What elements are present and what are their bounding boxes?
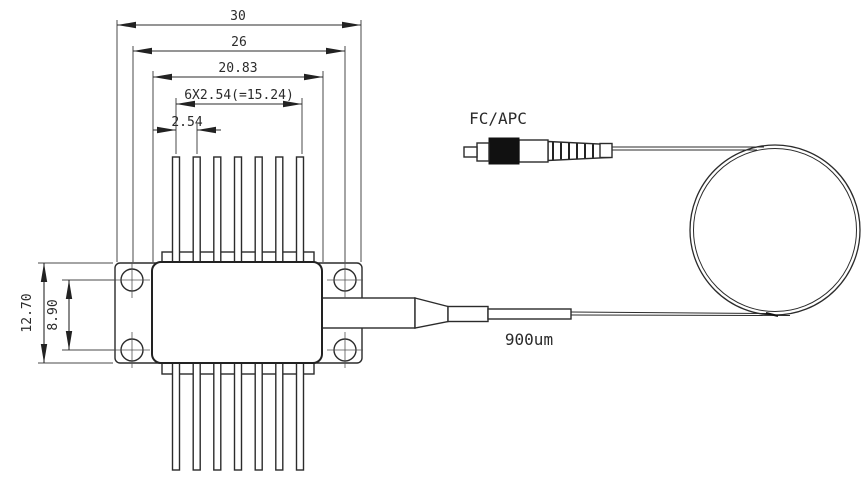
dim-text-mount-hole-spacing: 26 (231, 35, 247, 50)
extension-lines (38, 20, 362, 364)
fiber-coil-outer (689, 144, 861, 316)
boot-ribs (552, 142, 602, 160)
fiber-coil-inner (693, 148, 857, 312)
fiber-sleeve (487, 308, 572, 320)
pin (254, 156, 263, 264)
dim-text-hole-vertical-spacing: 8.90 (46, 299, 61, 330)
pin (233, 156, 243, 264)
dim-text-overall-width: 30 (230, 9, 246, 24)
connector-barrel (518, 139, 549, 163)
connector-coupling-nut (488, 137, 520, 165)
pin (171, 362, 181, 471)
mounting-holes (114, 262, 363, 368)
snout-tube (317, 297, 416, 329)
pins-bottom (171, 362, 305, 471)
butterfly-package (114, 156, 572, 471)
connector-collar (476, 142, 490, 162)
pin (233, 362, 243, 471)
fiber-jacket-label: 900um (505, 330, 553, 349)
pin (213, 362, 222, 471)
pin (192, 156, 201, 264)
pins-top (171, 156, 305, 264)
fiber-snout (317, 297, 572, 329)
pin (275, 156, 284, 264)
dim-text-pin-span: 6X2.54(=15.24) (184, 88, 294, 103)
snout-boot (447, 305, 489, 323)
dim-text-pin-pitch: 2.54 (171, 115, 202, 130)
dimension-annotations: 30 26 20.83 6X2.54(=15.24) 2.54 12.70 8.… (20, 9, 362, 364)
pin (275, 362, 284, 471)
pin (295, 156, 305, 264)
connector-ferrule-tip (463, 146, 478, 158)
boot-end-cap (599, 142, 613, 159)
fc-apc-connector: FC/APC (463, 109, 613, 165)
dim-text-flange-height: 12.70 (20, 293, 35, 332)
snout-taper (414, 297, 449, 329)
fiber-cable (570, 144, 861, 317)
package-body (151, 261, 323, 364)
fiber-lower-line (570, 314, 791, 316)
fiber-lower-line (570, 311, 767, 314)
hole-crosshairs (114, 262, 363, 368)
pin (213, 156, 222, 264)
pin (192, 362, 201, 471)
connector-type-label: FC/APC (469, 109, 527, 128)
dim-text-body-width: 20.83 (218, 61, 257, 76)
fiber-joint-mark (765, 312, 779, 317)
pin (171, 156, 181, 264)
pin (254, 362, 263, 471)
pin (295, 362, 305, 471)
